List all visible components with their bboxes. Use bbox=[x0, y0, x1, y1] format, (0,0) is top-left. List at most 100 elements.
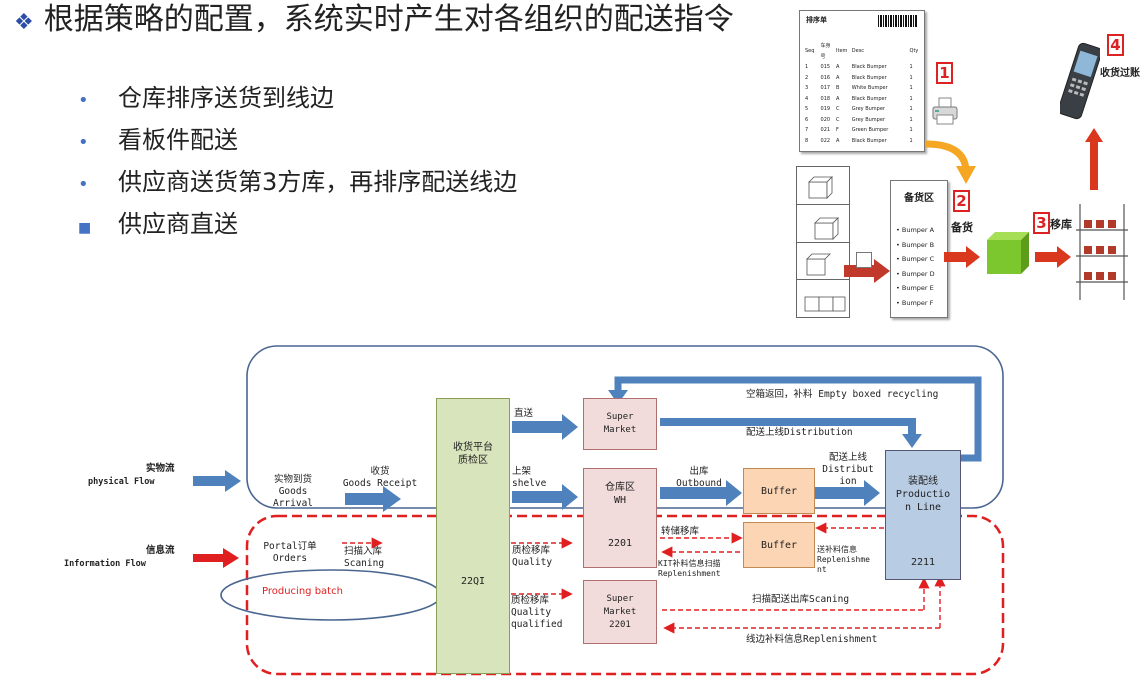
red-arrow-to-cube bbox=[944, 246, 980, 268]
handheld-scanner-icon bbox=[1060, 42, 1100, 120]
step-number-3: 3 bbox=[1033, 212, 1050, 234]
staging-title: 备货区 bbox=[904, 193, 934, 204]
buffer-box-top: Buffer bbox=[743, 468, 815, 514]
list-item: • Bumper F bbox=[896, 298, 934, 307]
table-cell: 1 bbox=[805, 64, 809, 70]
table-cell: 016 bbox=[820, 74, 831, 81]
table-cell: 018 bbox=[820, 95, 831, 102]
table-cell: 1 bbox=[909, 64, 913, 70]
table-cell: 1 bbox=[909, 85, 913, 91]
staging-list: • Bumper A• Bumper B• Bumper C• Bumper D… bbox=[896, 223, 935, 310]
physical-flow-label-en: physical Flow bbox=[88, 477, 155, 487]
buffer-box-bottom: Buffer bbox=[743, 522, 815, 568]
sequence-table-header: Desc bbox=[851, 48, 865, 55]
table-cell: Black Bumper bbox=[851, 74, 887, 81]
super-market-box: Super Market bbox=[583, 398, 657, 450]
table-cell: 7 bbox=[805, 127, 809, 133]
table-cell: 1 bbox=[909, 116, 913, 123]
production-line-box: 装配线 Productio n Line 2211 bbox=[885, 450, 961, 580]
list-item: • Bumper D bbox=[896, 269, 935, 278]
table-cell: Green Bumper bbox=[851, 127, 889, 133]
warehouse-box: 仓库区 WH 2201 bbox=[583, 468, 657, 568]
table-cell: 019 bbox=[820, 106, 831, 112]
table-cell: 1 bbox=[909, 127, 913, 133]
bullet-dot-icon: • bbox=[78, 174, 89, 195]
table-cell: 6 bbox=[805, 116, 809, 123]
bullet-square-icon: ■ bbox=[78, 220, 92, 236]
slide-title: ❖ 根据策略的配置，系统实时产生对各组织的配送指令 bbox=[14, 2, 784, 41]
table-cell: C bbox=[836, 106, 840, 112]
table-cell: 3 bbox=[805, 85, 809, 91]
table-cell: 1 bbox=[909, 95, 913, 102]
bullet-item: ■供应商直送 bbox=[78, 209, 238, 243]
table-cell: A bbox=[836, 64, 840, 70]
table-cell: 2 bbox=[805, 74, 809, 81]
physical-flow-label-cn: 实物流 bbox=[146, 463, 175, 474]
table-cell: Grey Bumper bbox=[851, 106, 885, 112]
distribution-top-label: 配送上线Distribution bbox=[746, 427, 853, 438]
table-row: 7 021 F Green Bumper 1 bbox=[804, 125, 924, 136]
table-row: 2 016 A Black Bumper 1 bbox=[804, 73, 924, 84]
staging-area: 备货区 • Bumper A• Bumper B• Bumper C• Bump… bbox=[890, 180, 948, 318]
step-number-4: 4 bbox=[1107, 34, 1124, 56]
table-cell: 5 bbox=[805, 106, 809, 112]
orange-curve-arrow bbox=[925, 140, 976, 184]
bullet-item: •仓库排序送货到线边 bbox=[78, 83, 334, 116]
scan-outbound-label: 扫描配送出库Scaning bbox=[752, 594, 850, 605]
flow-diagram-shapes bbox=[193, 345, 1005, 676]
table-cell: Black Bumper bbox=[851, 64, 887, 70]
table-cell: F bbox=[836, 127, 839, 133]
table-cell: 1 bbox=[909, 137, 913, 144]
bullet-item: •供应商送货第3方库，再排序配送线边 bbox=[78, 167, 517, 200]
list-item: • Bumper E bbox=[896, 284, 934, 292]
step-label-4: 收货过账 bbox=[1100, 68, 1140, 79]
table-cell: B bbox=[836, 85, 840, 91]
printer-icon bbox=[930, 96, 960, 128]
table-cell: 020 bbox=[820, 116, 831, 123]
empty-box-recycling-label: 空箱返回，补料 Empty boxed recycling bbox=[746, 389, 939, 400]
line-side-rack-icon bbox=[1076, 204, 1128, 300]
list-item: • Bumper A bbox=[896, 226, 935, 234]
step-number-2: 2 bbox=[953, 190, 970, 212]
table-cell: A bbox=[836, 74, 840, 81]
table-cell: 8 bbox=[805, 137, 809, 144]
line-replenishment-label: 线边补料信息Replenishment bbox=[746, 634, 878, 645]
step-number-1: 1 bbox=[936, 62, 953, 84]
table-row: 1 015 A Black Bumper 1 bbox=[804, 62, 924, 73]
diamond-bullet-icon: ❖ bbox=[14, 10, 34, 35]
list-item: • Bumper B bbox=[896, 240, 935, 249]
sequence-table-header: Item bbox=[836, 48, 848, 55]
table-cell: Black Bumper bbox=[851, 95, 887, 102]
red-arrow-up bbox=[1085, 128, 1103, 190]
table-cell: 1 bbox=[909, 74, 913, 81]
step-label-2: 备货 bbox=[951, 221, 973, 234]
step-label-3: 移库 bbox=[1050, 218, 1072, 231]
super-market-2201-box: Super Market 2201 bbox=[583, 580, 657, 644]
direct-delivery-label: 直送 bbox=[514, 408, 534, 419]
table-cell: 021 bbox=[820, 127, 831, 133]
red-arrow-to-staging bbox=[844, 259, 890, 283]
table-cell: 015 bbox=[820, 64, 831, 70]
table-cell: White Bumper bbox=[851, 85, 888, 91]
table-cell: Black Bumper bbox=[851, 137, 887, 144]
slide-title-text: 根据策略的配置，系统实时产生对各组织的配送指令 bbox=[43, 2, 734, 37]
bullet-dot-icon: • bbox=[78, 90, 89, 111]
bullet-dot-icon: • bbox=[78, 132, 89, 153]
sequence-table-header: 车身号 bbox=[820, 43, 831, 60]
qc-area-box: 收货平台 质检区 22QI bbox=[436, 398, 510, 674]
table-cell: A bbox=[836, 137, 840, 144]
small-box-icon bbox=[856, 252, 872, 268]
info-flow-label-cn: 信息流 bbox=[146, 545, 175, 556]
